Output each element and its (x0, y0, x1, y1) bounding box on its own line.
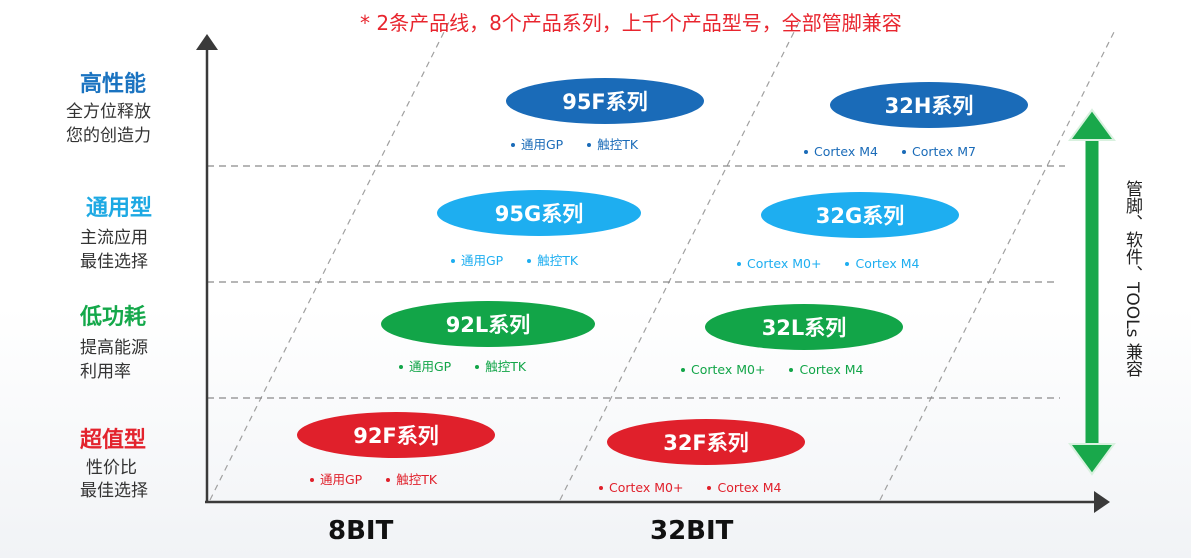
diagonal-divider-1 (209, 19, 451, 501)
feature-label: 通用GP (409, 359, 452, 374)
series-32G-badge: 32G系列 (761, 192, 959, 238)
series-32F-features: Cortex M0+ Cortex M4 (599, 480, 805, 495)
series-95G-features: 通用GP 触控TK (451, 250, 602, 269)
category-desc-line1: 主流应用 (80, 228, 148, 248)
series-32L-badge: 32L系列 (705, 304, 903, 350)
category-title-high-performance: 高性能 (80, 72, 147, 97)
series-92L-badge: 92L系列 (381, 301, 595, 347)
series-92L-features: 通用GP 触控TK (399, 356, 550, 375)
series-32H-features: Cortex M4 Cortex M7 (804, 144, 1000, 159)
feature-label: 通用GP (461, 253, 504, 268)
feature-label: Cortex M0+ (691, 362, 766, 377)
feature-label: Cortex M0+ (747, 256, 822, 271)
x-axis-label-32bit: 32BIT (650, 516, 734, 546)
feature-label: Cortex M7 (912, 144, 976, 159)
feature-label: Cortex M4 (814, 144, 878, 159)
category-desc-line1: 性价比 (86, 458, 137, 478)
headline-note: * 2条产品线，8个产品系列，上千个产品型号，全部管脚兼容 (360, 11, 902, 35)
x-axis-label-8bit: 8BIT (328, 516, 394, 546)
series-32H-badge: 32H系列 (830, 82, 1028, 128)
feature-label: 触控TK (485, 359, 527, 374)
feature-label: Cortex M0+ (609, 480, 684, 495)
y-axis-arrowhead (196, 34, 218, 50)
category-desc-line2: 最佳选择 (80, 481, 148, 501)
category-desc-line2: 您的创造力 (66, 126, 151, 146)
series-92F-features: 通用GP 触控TK (310, 469, 461, 488)
category-desc-line1: 提高能源 (80, 338, 148, 358)
x-axis-arrowhead (1094, 491, 1110, 513)
category-desc-line1: 全方位释放 (66, 102, 151, 122)
category-title-general: 通用型 (86, 196, 153, 221)
feature-label: 触控TK (396, 472, 438, 487)
feature-label: 通用GP (521, 137, 564, 152)
series-92F-badge: 92F系列 (297, 412, 495, 458)
feature-label: Cortex M4 (855, 256, 920, 271)
series-32G-features: Cortex M0+ Cortex M4 (737, 256, 943, 271)
feature-label: 触控TK (537, 253, 579, 268)
category-desc-line2: 最佳选择 (80, 252, 148, 272)
feature-label: Cortex M4 (717, 480, 782, 495)
diagonal-divider-2 (559, 19, 801, 501)
series-95G-badge: 95G系列 (437, 190, 641, 236)
series-95F-badge: 95F系列 (506, 78, 704, 124)
series-95F-features: 通用GP 触控TK (511, 134, 662, 153)
category-title-low-power: 低功耗 (80, 305, 147, 330)
feature-label: 触控TK (597, 137, 639, 152)
category-desc-line2: 利用率 (80, 362, 131, 382)
series-32L-features: Cortex M0+ Cortex M4 (681, 362, 887, 377)
feature-label: Cortex M4 (799, 362, 864, 377)
feature-label: 通用GP (320, 472, 363, 487)
compatibility-double-arrow (1068, 108, 1116, 476)
compatibility-side-text: 管脚、软件、TOOLs 兼容 (1122, 180, 1142, 377)
category-title-value: 超值型 (80, 428, 147, 453)
series-32F-badge: 32F系列 (607, 419, 805, 465)
